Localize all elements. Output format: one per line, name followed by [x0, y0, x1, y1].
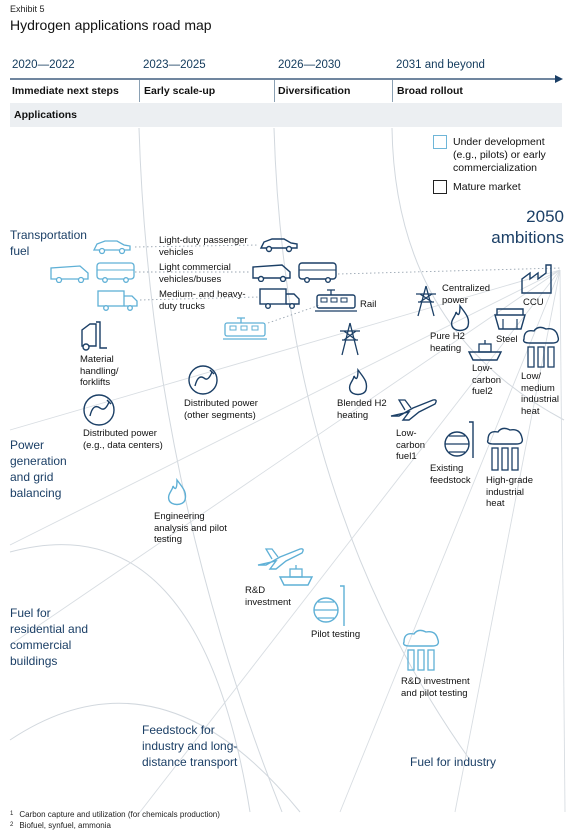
- category-industry: Fuel for industry: [410, 755, 497, 769]
- phase-divider: [139, 80, 140, 102]
- label-pure-h2-heating: Pure H2 heating: [430, 331, 465, 354]
- airplane-icon: [390, 399, 437, 421]
- high-grade-heat-icon: [486, 427, 524, 471]
- train-icon: [315, 289, 357, 312]
- label-light-duty-vehicles: Light-duty passenger vehicles: [159, 235, 248, 258]
- category-feedstock: Feedstock for industry and long-distance…: [142, 723, 238, 769]
- train-dev-icon: [223, 317, 267, 340]
- category-transportation: Transportation fuel: [10, 228, 87, 258]
- steel-icon: [494, 308, 526, 330]
- period-2020-2022: 2020—2022: [12, 59, 75, 71]
- phase-divider: [274, 80, 275, 102]
- industrial-heat-dev-icon: [402, 629, 440, 671]
- ambitions-label: 2050 ambitions: [491, 207, 564, 247]
- ship-icon: [467, 340, 503, 361]
- flame-dev-icon: [167, 478, 187, 506]
- label-existing-feedstock: Existing feedstock: [430, 463, 471, 486]
- label-ccu: CCU: [523, 297, 544, 308]
- label-low-medium-heat: Low/ medium industrial heat: [521, 371, 560, 417]
- car-mature-icon: [259, 238, 298, 253]
- flame-icon: [450, 304, 470, 332]
- exhibit-number: Exhibit 5: [10, 4, 45, 14]
- page-title: Hydrogen applications road map: [10, 17, 212, 33]
- label-rd-investment: R&D investment: [245, 585, 291, 608]
- flame-blended-icon: [348, 368, 368, 396]
- forklift-icon: [81, 321, 107, 351]
- phase-diversification: Diversification: [278, 85, 351, 97]
- truck-mature-icon: [259, 288, 300, 310]
- label-steel: Steel: [496, 334, 518, 345]
- label-distributed-power-datacenters: Distributed power (e.g., data centers): [83, 428, 163, 451]
- power-plug-icon: [188, 365, 218, 395]
- label-low-carbon-fuel-2: Low-carbon fuel2: [472, 363, 502, 397]
- category-power: Power generation and grid balancing: [10, 438, 67, 500]
- refinery-dev-icon: [313, 585, 345, 626]
- label-engineering-analysis: Engineering analysis and pilot testing: [154, 511, 227, 545]
- phase-immediate: Immediate next steps: [12, 85, 119, 97]
- phase-early-scale-up: Early scale-up: [144, 85, 216, 97]
- label-light-commercial: Light commercial vehicles/buses: [159, 262, 231, 285]
- van-icon: [50, 265, 89, 283]
- factory-icon: [521, 264, 552, 294]
- applications-band: [10, 103, 562, 127]
- label-material-handling: Material handling/ forklifts: [80, 354, 119, 388]
- label-distributed-power-other: Distributed power (other segments): [184, 398, 258, 421]
- label-trucks: Medium- and heavy-duty trucks: [159, 289, 246, 312]
- truck-icon: [97, 290, 138, 311]
- airplane-dev-icon: [257, 548, 304, 570]
- legend-mature-label: Mature market: [453, 181, 521, 193]
- phase-broad-rollout: Broad rollout: [397, 85, 463, 97]
- legend-mature-swatch: [433, 180, 447, 194]
- applications-label: Applications: [14, 109, 78, 121]
- bus-icon: [96, 262, 135, 283]
- bus-mature-icon: [298, 262, 337, 283]
- transmission-tower-2-icon: [340, 322, 360, 356]
- label-centralized-power: Centralized power: [442, 283, 491, 306]
- refinery-icon: [444, 421, 474, 458]
- phase-divider: [392, 80, 393, 102]
- industrial-heat-icon: [522, 326, 560, 368]
- car-icon: [92, 240, 131, 255]
- van-mature-icon: [252, 264, 291, 282]
- period-2023-2025: 2023—2025: [143, 59, 206, 71]
- ship-dev-icon: [278, 565, 314, 586]
- label-low-carbon-fuel-1: Low-carbon fuel1: [396, 428, 426, 462]
- label-blended-h2-heating: Blended H2 heating: [337, 398, 387, 421]
- power-plug-mature-icon: [83, 394, 115, 426]
- label-high-grade-heat: High-grade industrial heat: [486, 475, 533, 509]
- period-2031-beyond: 2031 and beyond: [396, 59, 485, 71]
- label-rd-investment-pilot-testing: R&D investment and pilot testing: [401, 676, 470, 699]
- transmission-tower-icon: [416, 285, 436, 317]
- period-2026-2030: 2026—2030: [278, 59, 341, 71]
- label-pilot-testing: Pilot testing: [311, 629, 361, 640]
- label-rail: Rail: [360, 299, 377, 310]
- legend-under-development-label: Under development (e.g., pilots) or earl…: [453, 136, 546, 174]
- category-residential: Fuel for residential and commercial buil…: [10, 606, 89, 668]
- legend-under-development-swatch: [433, 135, 447, 149]
